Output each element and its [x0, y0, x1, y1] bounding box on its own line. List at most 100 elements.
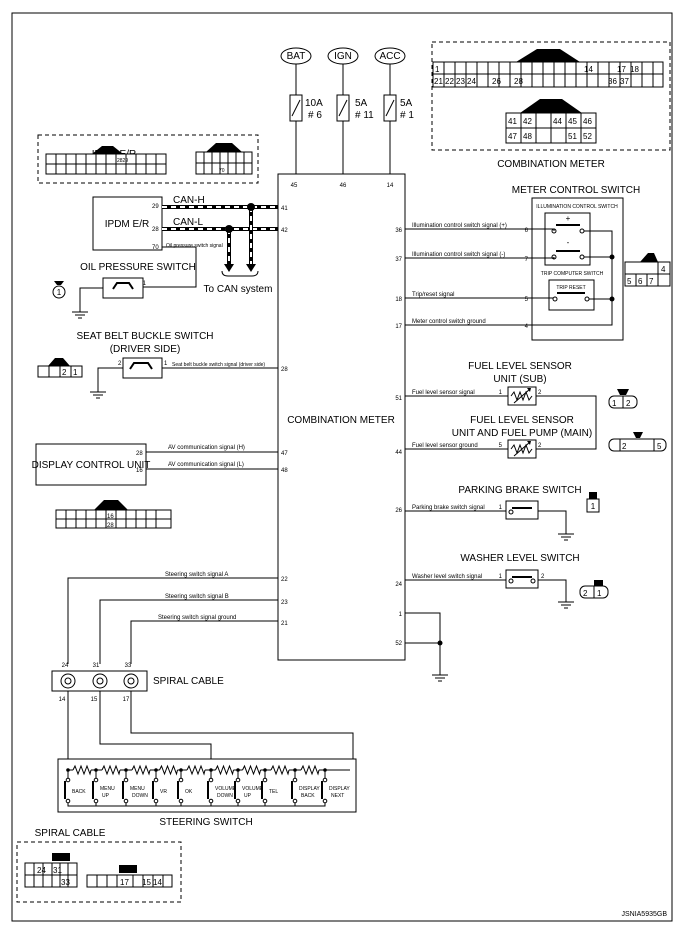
fuel-sub-title-2: UNIT (SUB) [493, 374, 546, 385]
cm-conn-42: 42 [523, 117, 532, 126]
steering-button-label: OK [185, 789, 193, 795]
pin-23: 23 [281, 600, 288, 606]
ign-label: IGN [334, 51, 352, 62]
fuel-main-title-2: UNIT AND FUEL PUMP (MAIN) [452, 428, 592, 439]
acc-label: ACC [379, 51, 400, 62]
bat-label: BAT [287, 51, 306, 62]
fuel-sensor-signal-label: Fuel level sensor signal [412, 390, 475, 396]
cm-conn-14: 14 [584, 65, 593, 74]
spiral-top-24: 24 [62, 663, 69, 669]
steering-button-label: DISPLAY [299, 786, 320, 792]
mcs-conn-4: 4 [661, 265, 666, 274]
steering-button-ok: OK [177, 768, 193, 804]
to-can-system-label: To CAN system [204, 284, 273, 295]
fuel-sub-pin-2: 2 [538, 390, 542, 396]
pin-18: 18 [395, 297, 402, 303]
spiral-connector-title: SPIRAL CABLE [35, 828, 106, 839]
steering-button-sublabel: UP [244, 793, 252, 799]
cm-conn-21: 21 [434, 77, 443, 86]
cm-conn-45: 45 [568, 117, 577, 126]
washer-conn-1: 1 [597, 589, 602, 598]
illum-minus-label: - [567, 238, 570, 247]
parking-brake-pin-1: 1 [499, 505, 503, 511]
seat-belt-title-2: (DRIVER SIDE) [110, 344, 181, 355]
seat-belt-title-1: SEAT BELT BUCKLE SWITCH [76, 331, 213, 342]
steering-button-label: VR [160, 789, 167, 795]
fuel-sub-pin-1: 1 [499, 390, 503, 396]
cm-conn-47: 47 [508, 132, 517, 141]
steering-resistor [131, 764, 151, 776]
seat-belt-conn-2: 2 [62, 368, 67, 377]
seat-belt-conn-1: 1 [73, 368, 78, 377]
washer-conn-2: 2 [583, 589, 588, 598]
display-unit-pin-28: 28 [136, 451, 143, 457]
steering-signal-wires: Steering switch signal A Steering switch… [67, 572, 278, 664]
steering-button-vr: VR [152, 768, 167, 804]
combination-meter-connector: 1 14 17 18 21 22 23 24 26 28 36 37 41 42… [431, 41, 671, 170]
pin-14: 14 [387, 183, 394, 189]
pin-41: 41 [281, 206, 288, 212]
parking-brake-title: PARKING BRAKE SWITCH [458, 485, 581, 496]
pin-22: 22 [281, 577, 288, 583]
mcs-pin-7: 7 [525, 257, 529, 263]
spiral-bottom-17: 17 [123, 697, 130, 703]
oil-pressure-switch: Oil pressure switch signal 1 OIL PRESSUR… [52, 243, 223, 319]
steering-resistor [101, 764, 121, 776]
combination-meter-pins: 45 46 14 41 42 36 37 18 17 28 51 47 48 4… [281, 183, 403, 647]
pin-37: 37 [395, 257, 402, 263]
pin-24: 24 [395, 582, 402, 588]
pin-17: 17 [395, 324, 402, 330]
steering-resistor [242, 764, 261, 776]
cm-conn-37: 37 [620, 77, 629, 86]
steering-resistor [186, 764, 206, 776]
seat-belt-signal-label: Seat belt buckle switch signal (driver s… [172, 362, 265, 368]
spiral-conn-24: 24 [37, 866, 46, 875]
steering-button-sublabel: DOWN [132, 793, 148, 799]
pin-48: 48 [281, 468, 288, 474]
power-supply: BAT IGN ACC 10A # 6 5A # 11 5A # 1 [280, 47, 414, 174]
display-control-unit: DISPLAY CONTROL UNIT 28 16 AV communicat… [32, 443, 278, 529]
mcs-conn-7: 7 [649, 277, 654, 286]
combination-meter-connector-title: COMBINATION METER [497, 159, 605, 170]
ipdm-pin-70: 70 [152, 245, 159, 251]
ipdm-unit: IPDM E/R 29 28 70 [92, 196, 163, 251]
cm-conn-51: 51 [568, 132, 577, 141]
spiral-top-33: 33 [125, 663, 132, 669]
steering-resistor [215, 764, 234, 776]
steering-resistor [270, 764, 290, 776]
fuel-main-conn-2: 2 [622, 442, 627, 451]
fuel-level-sensor-main: FUEL LEVEL SENSOR UNIT AND FUEL PUMP (MA… [405, 415, 667, 459]
can-l-arrow [246, 264, 256, 272]
steering-button-sublabel: DOWN [217, 793, 233, 799]
spiral-conn-15: 15 [142, 878, 151, 887]
can-h-arrow [224, 264, 234, 272]
steering-signal-b-label: Steering switch signal B [165, 594, 229, 600]
fuse-6-number: # 6 [308, 110, 322, 121]
steering-button-sublabel: NEXT [331, 793, 344, 799]
steering-button-label: MENU [130, 786, 145, 792]
display-unit-title: DISPLAY CONTROL UNIT [32, 460, 151, 471]
cm-conn-28: 28 [514, 77, 523, 86]
fuel-sensor-ground-label: Fuel level sensor ground [412, 443, 478, 449]
oil-switch-connector: 1 [57, 288, 62, 297]
fuel-level-sensor-sub: FUEL LEVEL SENSOR UNIT (SUB) Fuel level … [405, 361, 638, 450]
illum-plus-signal-label: Illumination control switch signal (+) [412, 223, 507, 229]
mcs-pin-4: 4 [525, 324, 529, 330]
fuel-sub-conn-2: 2 [626, 399, 631, 408]
spiral-top-31: 31 [93, 663, 100, 669]
diagram-frame [11, 12, 673, 922]
mcs-pin-6: 6 [525, 228, 529, 234]
seat-belt-pin-2: 2 [118, 361, 122, 367]
pin-21: 21 [281, 621, 288, 627]
ipdm-pin-28: 28 [152, 227, 159, 233]
fuse-1-amps: 5A [400, 98, 413, 109]
meter-control-switch: METER CONTROL SWITCH ILLUMINATION CONTRO… [405, 185, 671, 341]
seat-belt-pin-1: 1 [164, 361, 168, 367]
illum-minus-signal-label: Illumination control switch signal (-) [412, 252, 505, 258]
mcs-conn-5: 5 [627, 277, 632, 286]
